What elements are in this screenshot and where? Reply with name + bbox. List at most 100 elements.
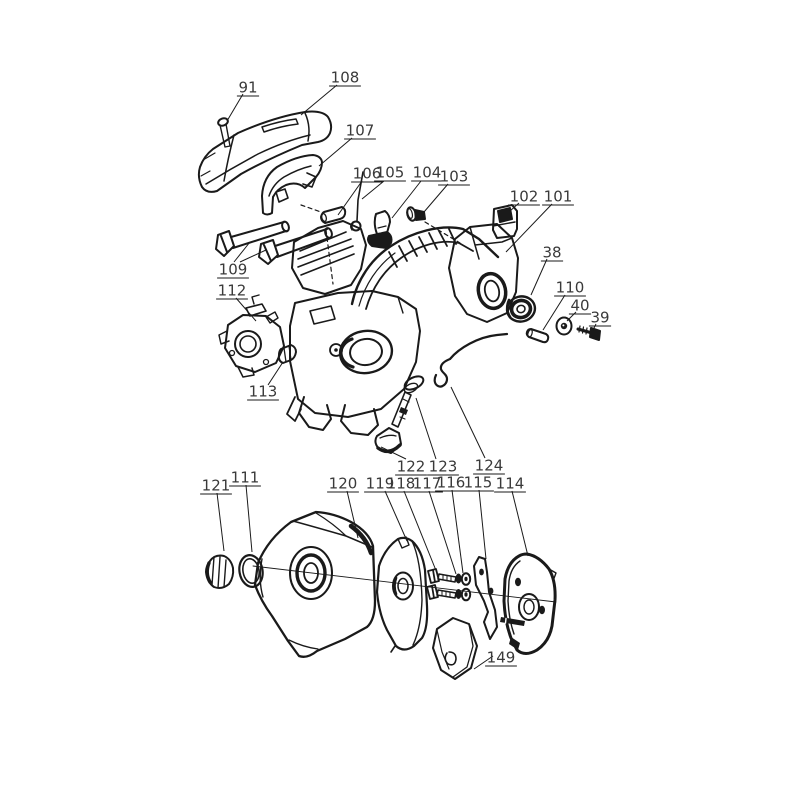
- leader-line: [300, 84, 338, 116]
- part-number-120: 120: [329, 475, 358, 493]
- part-number-109: 109: [219, 261, 248, 279]
- label-stop-switch-102: 102: [508, 188, 540, 212]
- part-choke-lever-104: [367, 210, 393, 249]
- label-choke-rod-105: 105: [361, 164, 406, 200]
- label-washer-116: 116: [435, 474, 467, 574]
- label-handle-tubes-109: 109: [217, 241, 267, 279]
- part-screw-123: [391, 375, 425, 428]
- part-number-38: 38: [542, 244, 561, 262]
- part-number-39: 39: [590, 309, 609, 327]
- leader-line: [428, 490, 457, 575]
- label-washer-40: 40: [566, 297, 592, 322]
- part-stop-switch-102: [492, 204, 518, 239]
- leader-line: [318, 137, 353, 167]
- part-number-149: 149: [487, 649, 516, 667]
- label-handle-brace-107: 107: [318, 122, 376, 167]
- label-pad-149: 149: [473, 649, 517, 670]
- leader-line: [337, 180, 363, 216]
- label-screw-39: 39: [588, 309, 612, 331]
- label-screw-123: 123: [415, 397, 459, 476]
- part-top-cover-108: [197, 110, 333, 193]
- leader-line: [451, 489, 464, 574]
- part-number-102: 102: [510, 188, 539, 206]
- part-number-108: 108: [331, 69, 360, 87]
- leader-line: [473, 655, 494, 670]
- part-washer-116: [460, 572, 472, 602]
- leader-line: [380, 446, 407, 460]
- part-number-107: 107: [346, 122, 375, 140]
- part-number-104: 104: [413, 164, 442, 182]
- part-number-117: 117: [413, 475, 442, 493]
- part-number-114: 114: [496, 475, 525, 493]
- part-starter-cover-120: [253, 510, 377, 658]
- part-number-111: 111: [231, 469, 260, 487]
- part-screw-39: [576, 325, 601, 341]
- label-pin-106: 106: [337, 165, 383, 216]
- leader-line: [530, 258, 548, 296]
- part-o-ring-111: [238, 554, 264, 588]
- part-pin-110: [525, 328, 550, 344]
- leader-line: [415, 397, 437, 460]
- leader-line: [267, 361, 284, 386]
- part-gasket-115: [473, 556, 498, 640]
- label-foot-pad-122: 122: [380, 446, 427, 476]
- label-screw-91: 91: [226, 79, 260, 122]
- leader-line: [505, 203, 553, 253]
- part-bushing-38: [505, 295, 537, 323]
- part-knob-121: [205, 554, 235, 589]
- part-lock-washer-117: [455, 573, 462, 599]
- label-push-button-103: 103: [423, 168, 470, 213]
- part-number-118: 118: [387, 475, 416, 493]
- label-lock-washer-117: 117: [411, 475, 457, 575]
- label-knob-121: 121: [200, 477, 232, 552]
- part-number-116: 116: [437, 474, 466, 492]
- part-pin-106: [320, 206, 347, 224]
- part-number-103: 103: [440, 168, 469, 186]
- part-number-40: 40: [570, 297, 589, 315]
- part-number-119: 119: [366, 475, 395, 493]
- part-number-106: 106: [353, 165, 382, 183]
- part-push-button-103: [406, 206, 426, 222]
- leader-line: [391, 180, 422, 219]
- part-side-cover-114: [500, 552, 557, 655]
- label-starter-cover-120: 120: [327, 475, 359, 539]
- part-number-115: 115: [464, 474, 493, 492]
- leader-line: [592, 323, 597, 331]
- leader-line: [542, 294, 566, 331]
- leader-line: [361, 180, 385, 200]
- leader-line: [478, 489, 487, 560]
- leader-line: [509, 202, 520, 212]
- label-top-cover-108: 108: [300, 69, 361, 116]
- part-pad-149: [432, 617, 478, 680]
- part-engine-housing-101: [286, 204, 519, 436]
- part-number-112: 112: [218, 282, 247, 300]
- part-number-91: 91: [238, 79, 257, 97]
- part-number-110: 110: [556, 279, 585, 297]
- part-screw-91: [217, 117, 231, 148]
- label-pin-110: 110: [542, 279, 586, 331]
- leader-line: [346, 490, 359, 539]
- part-foot-pad-122: [374, 427, 402, 454]
- label-carburetor-112: 112: [216, 282, 257, 322]
- leader-line: [216, 492, 225, 552]
- label-bushing-38: 38: [530, 244, 564, 296]
- leader-line: [403, 490, 438, 574]
- label-throttle-rod-124: 124: [450, 386, 505, 475]
- part-number-123: 123: [429, 458, 458, 476]
- leader-line: [245, 484, 253, 553]
- leader-line: [235, 297, 257, 322]
- part-handle-brace-107: [261, 154, 323, 216]
- part-throttle-rod-124: [433, 332, 509, 388]
- label-choke-lever-104: 104: [391, 164, 443, 219]
- leader-line: [450, 386, 486, 459]
- part-number-121: 121: [202, 477, 231, 495]
- label-gasket-115: 115: [462, 474, 494, 560]
- label-spacer-113: 113: [247, 361, 284, 401]
- part-washer-40: [555, 316, 573, 336]
- part-number-105: 105: [376, 164, 405, 182]
- part-carburetor-112: [218, 294, 285, 378]
- leader-line: [226, 93, 244, 122]
- part-spacer-113: [277, 344, 297, 364]
